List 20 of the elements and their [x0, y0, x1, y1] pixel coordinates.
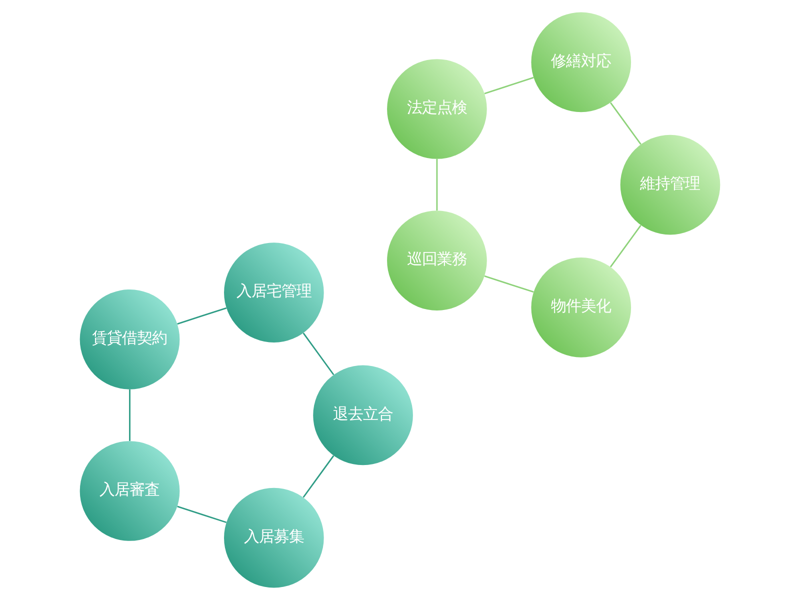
node-circle: 法定点検	[387, 59, 487, 159]
node-circle: 維持管理	[620, 134, 720, 235]
node-circle: 入居審査	[80, 441, 180, 541]
connector	[484, 76, 534, 94]
connector	[436, 159, 438, 211]
connector	[129, 389, 130, 441]
node-circle: 入居宅管理	[224, 242, 324, 342]
node-circle: 退去立合	[313, 365, 413, 466]
connector	[610, 102, 642, 145]
node-circle: 修繕対応	[531, 12, 632, 112]
node-circle: 賃貸借契約	[80, 289, 180, 390]
connector	[302, 455, 334, 498]
connector	[302, 332, 334, 376]
connector	[177, 307, 227, 325]
node-circle: 巡回業務	[387, 210, 487, 310]
connector	[610, 224, 642, 268]
node-circle: 物件美化	[531, 258, 632, 358]
connector	[484, 275, 534, 293]
connector	[177, 506, 227, 524]
node-circle: 入居募集	[224, 488, 324, 588]
